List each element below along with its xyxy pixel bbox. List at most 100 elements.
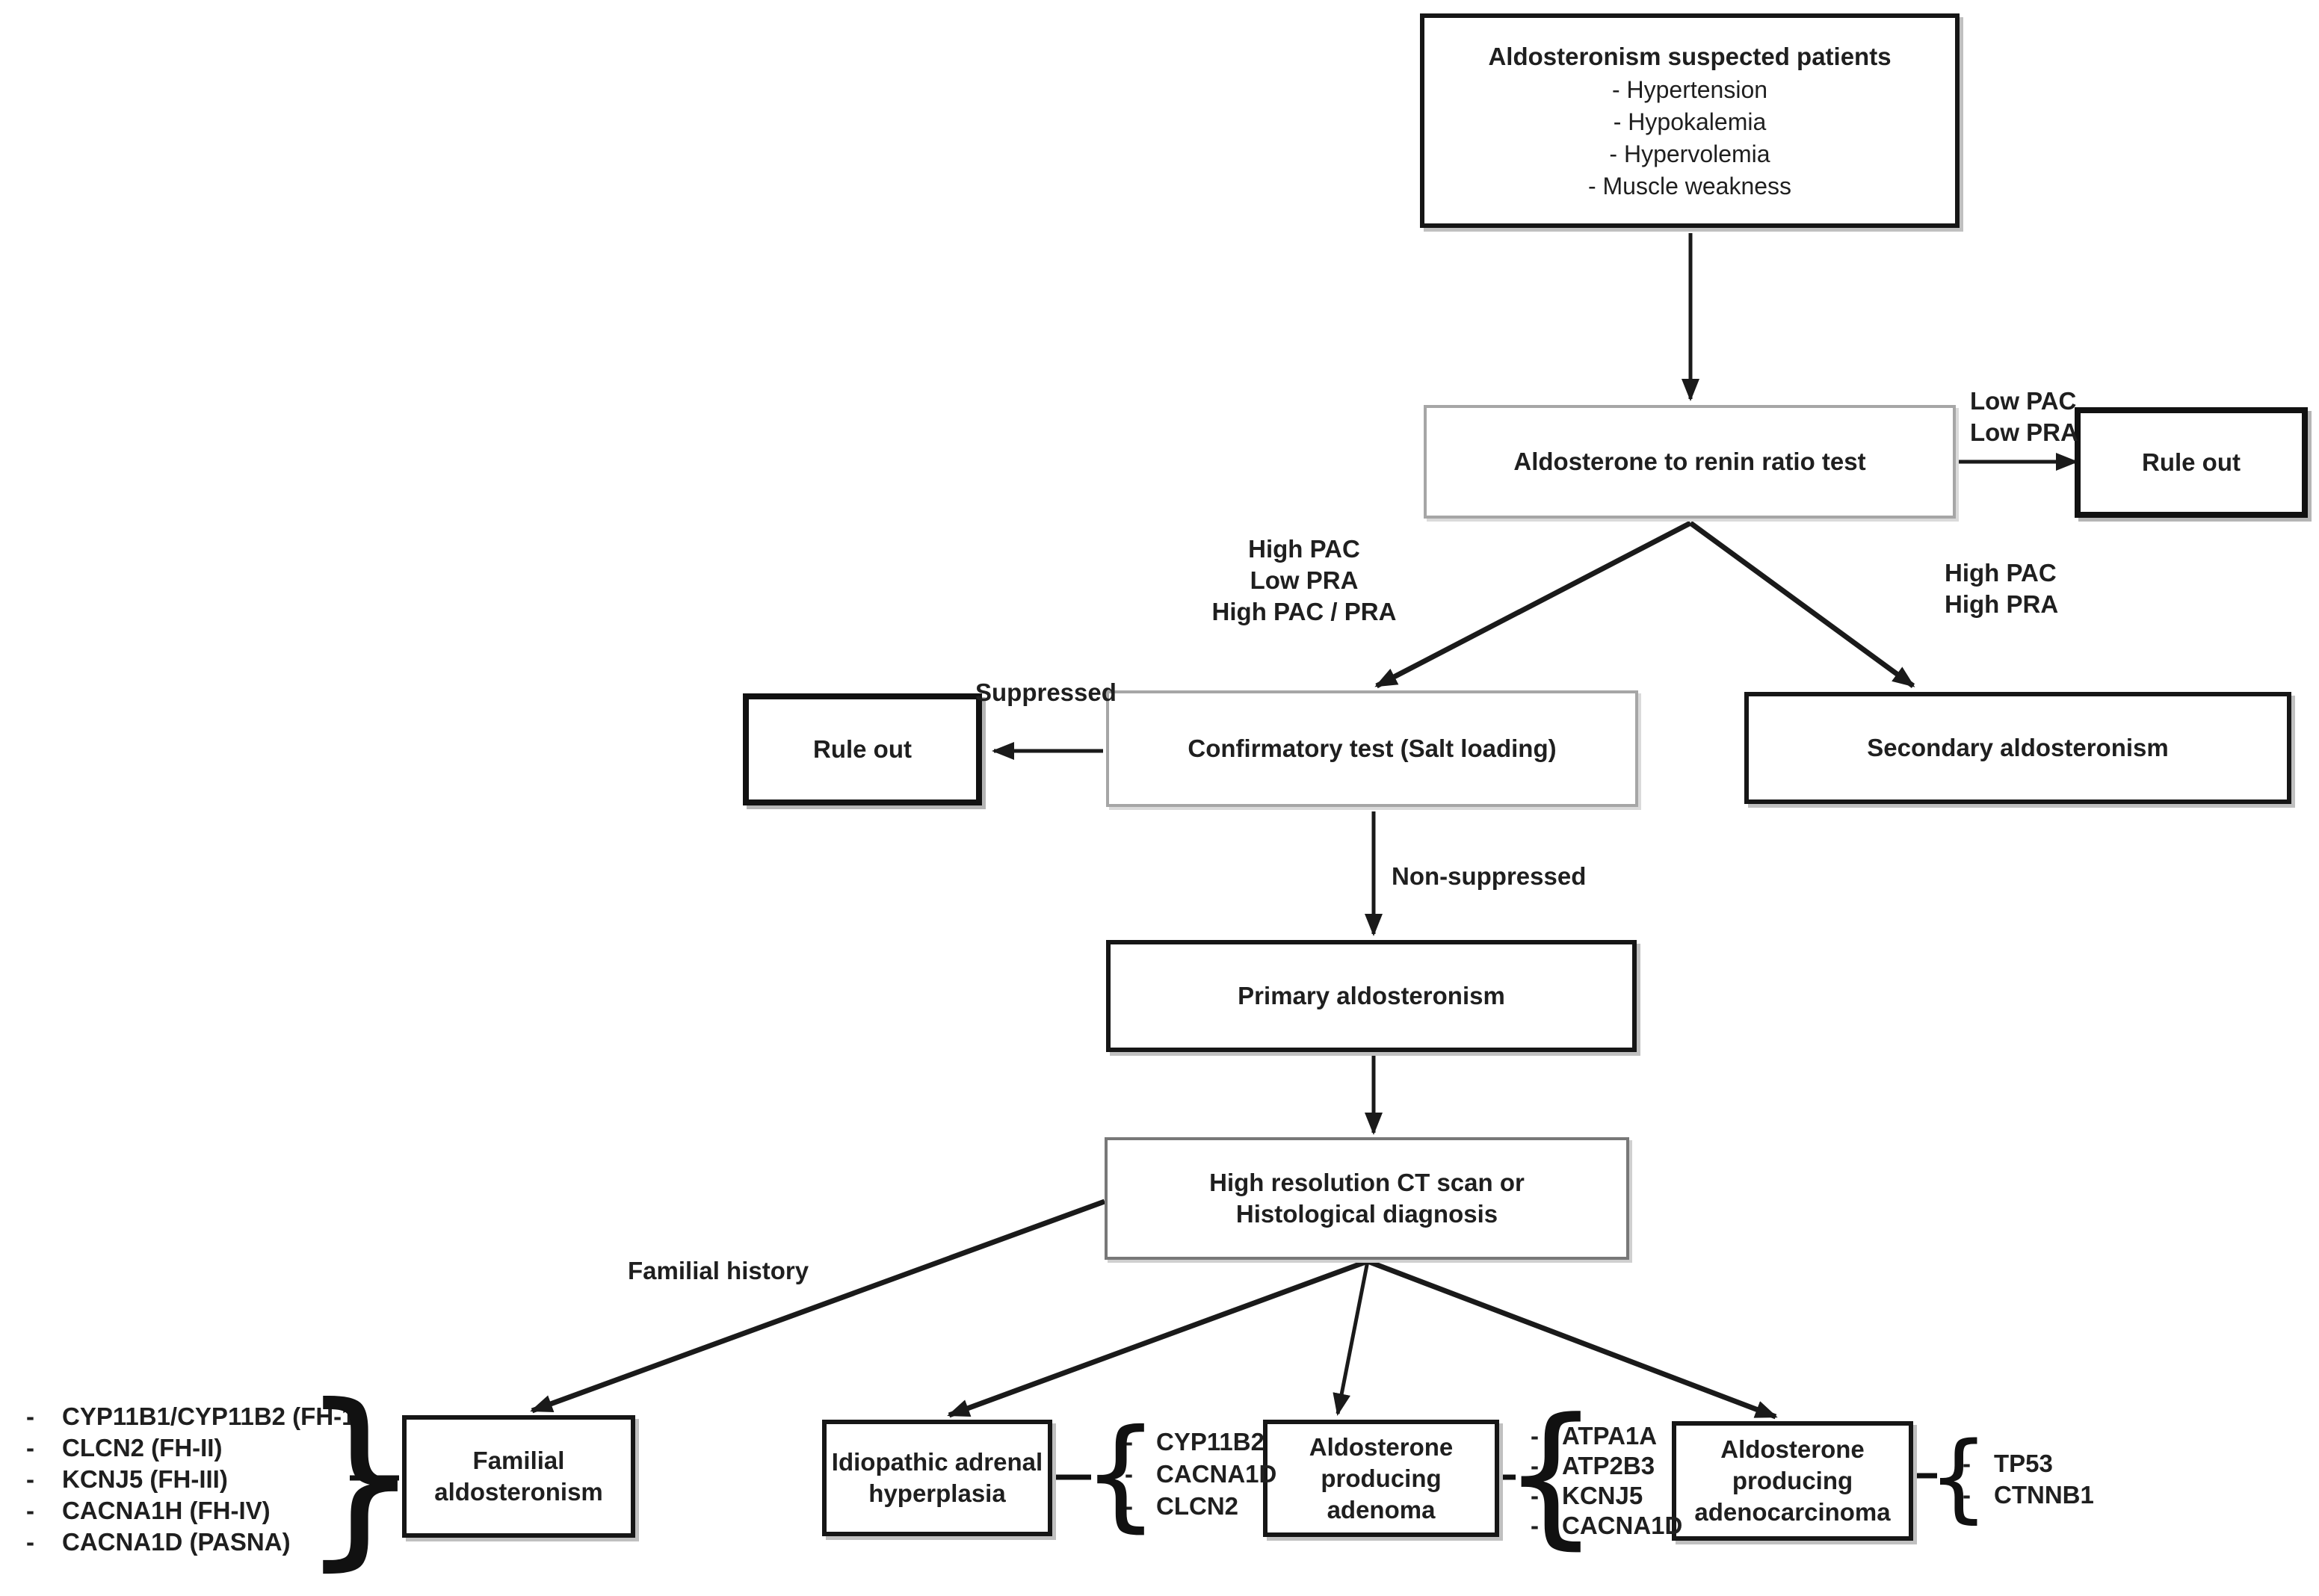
node-ct-scan-histology: High resolution CT scan or Histological … xyxy=(1105,1137,1629,1260)
arrow-arr-test-to-secondary xyxy=(1688,521,1915,688)
dash-bullet: - xyxy=(26,1528,34,1556)
node-familial-line1: Familial xyxy=(472,1447,565,1474)
edge-label-high-pra: High PRA xyxy=(1945,590,2059,618)
edge-label-high-pac-high-pra: High PAC High PRA xyxy=(1945,557,2058,620)
gene-idiopathic-2: CACNA1D xyxy=(1156,1459,1277,1488)
gene-adenoma-4: CACNA1D xyxy=(1562,1512,1683,1539)
node-secondary-aldosteronism: Secondary aldosteronism xyxy=(1744,692,2291,804)
edge-label-suppressed: Suppressed xyxy=(975,678,1117,706)
node-adenoma-line3: adenoma xyxy=(1327,1495,1436,1524)
dash-bullet: - xyxy=(1125,1459,1133,1488)
gene-familial-1: CYP11B1/CYP11B2 (FH-1) xyxy=(62,1402,364,1430)
gene-list-idiopathic: -CYP11B2 -CACNA1D -CLCN2 xyxy=(1125,1426,1276,1522)
suspected-item-hypertension: - Hypertension xyxy=(1611,75,1768,103)
node-rule-out-top: Rule out xyxy=(2075,407,2308,518)
edge-label-low-pac: Low PAC xyxy=(1970,387,2077,415)
arrow-ct-scan-to-familial xyxy=(530,1198,1106,1414)
dash-bullet: - xyxy=(1125,1491,1133,1520)
node-adenocarcinoma-line2: producing xyxy=(1732,1467,1853,1494)
gene-idiopathic-1: CYP11B2 xyxy=(1156,1427,1265,1456)
arrow-ct-scan-to-adenocarcinoma xyxy=(1366,1258,1778,1420)
edge-label-low-pra-2: Low PRA xyxy=(1250,566,1359,594)
gene-item: -KCNJ5 xyxy=(1531,1481,1682,1511)
gene-item: -CACNA1D (PASNA) xyxy=(26,1527,364,1558)
dash-bullet: - xyxy=(26,1465,34,1493)
suspected-item-hypokalemia: - Hypokalemia xyxy=(1613,108,1767,135)
brace-adenoma-genes: { xyxy=(1502,1386,1600,1564)
node-familial-aldosteronism: Familial aldosteronism xyxy=(402,1415,635,1538)
gene-adenocarcinoma-1: TP53 xyxy=(1994,1450,2053,1477)
node-suspected-title: Aldosteronism suspected patients xyxy=(1488,42,1892,70)
gene-item: -TP53 xyxy=(1963,1448,2094,1479)
node-confirmatory-label: Confirmatory test (Salt loading) xyxy=(1188,734,1557,762)
gene-adenoma-2: ATP2B3 xyxy=(1562,1452,1655,1479)
gene-idiopathic-3: CLCN2 xyxy=(1156,1491,1239,1520)
edge-label-high-pac-1: High PAC xyxy=(1248,535,1360,563)
node-rule-out-left-label: Rule out xyxy=(813,735,912,763)
dash-bullet: - xyxy=(26,1402,34,1430)
node-rule-out-left: Rule out xyxy=(743,693,982,805)
brace-idiopathic-genes: { xyxy=(1082,1404,1160,1544)
edge-label-high-pac-2: High PAC xyxy=(1945,559,2057,587)
gene-adenocarcinoma-2: CTNNB1 xyxy=(1994,1481,2094,1509)
gene-item: -CACNA1D xyxy=(1531,1511,1682,1541)
dash-bullet: - xyxy=(1531,1482,1539,1509)
gene-item: -CYP11B2 xyxy=(1125,1426,1276,1458)
node-primary-label: Primary aldosteronism xyxy=(1238,982,1505,1009)
edge-label-low-pra: Low PRA xyxy=(1970,418,2078,446)
gene-list-adenocarcinoma: -TP53 -CTNNB1 xyxy=(1963,1448,2094,1511)
node-arr-test-label: Aldosterone to renin ratio test xyxy=(1513,448,1866,475)
edge-label-high-pac-low-pra: High PAC Low PRA High PAC / PRA xyxy=(1196,533,1412,628)
node-aldosterone-renin-ratio-test: Aldosterone to renin ratio test xyxy=(1424,405,1956,519)
gene-item: -ATP2B3 xyxy=(1531,1451,1682,1481)
gene-list-familial: -CYP11B1/CYP11B2 (FH-1) -CLCN2 (FH-II) -… xyxy=(26,1401,364,1558)
brace-familial-genes: } xyxy=(299,1364,422,1588)
gene-item: -CACNA1H (FH-IV) xyxy=(26,1495,364,1527)
gene-adenoma-3: KCNJ5 xyxy=(1562,1482,1643,1509)
dash-bullet: - xyxy=(1531,1512,1539,1539)
gene-item: -CACNA1D xyxy=(1125,1458,1276,1490)
gene-familial-5: CACNA1D (PASNA) xyxy=(62,1528,291,1556)
suspected-item-hypervolemia: - Hypervolemia xyxy=(1609,140,1770,167)
node-aldosterone-producing-adenoma: Aldosterone producing adenoma xyxy=(1263,1420,1499,1537)
node-adenocarcinoma-line3: adenocarcinoma xyxy=(1694,1498,1891,1526)
node-idiopathic-line1: Idiopathic adrenal xyxy=(831,1448,1043,1476)
node-ct-scan-line2: Histological diagnosis xyxy=(1235,1200,1498,1228)
gene-list-adenoma: -ATPA1A -ATP2B3 -KCNJ5 -CACNA1D xyxy=(1531,1421,1682,1541)
node-primary-aldosteronism: Primary aldosteronism xyxy=(1106,940,1637,1052)
gene-item: -KCNJ5 (FH-III) xyxy=(26,1464,364,1495)
node-adenocarcinoma-line1: Aldosterone xyxy=(1720,1435,1865,1463)
edge-label-low-pac-low-pra: Low PAC Low PRA xyxy=(1970,386,2078,448)
dash-bullet: - xyxy=(1531,1452,1539,1479)
dash-bullet: - xyxy=(1963,1481,1971,1509)
node-confirmatory-test: Confirmatory test (Salt loading) xyxy=(1106,690,1638,807)
gene-item: -CLCN2 (FH-II) xyxy=(26,1432,364,1464)
node-adenoma-line2: producing xyxy=(1321,1464,1442,1492)
gene-item: -CLCN2 xyxy=(1125,1490,1276,1522)
arrow-ct-scan-to-idiopathic xyxy=(947,1258,1369,1418)
node-aldosteronism-suspected-patients: Aldosteronism suspected patients - Hyper… xyxy=(1420,13,1960,228)
dash-bullet: - xyxy=(1963,1450,1971,1477)
gene-familial-3: KCNJ5 (FH-III) xyxy=(62,1465,228,1493)
node-adenoma-line1: Aldosterone xyxy=(1309,1432,1454,1461)
dash-bullet: - xyxy=(1125,1427,1133,1456)
node-idiopathic-adrenal-hyperplasia: Idiopathic adrenal hyperplasia xyxy=(822,1420,1052,1536)
suspected-item-muscle-weakness: - Muscle weakness xyxy=(1587,172,1792,200)
gene-item: -CYP11B1/CYP11B2 (FH-1) xyxy=(26,1401,364,1432)
gene-adenoma-1: ATPA1A xyxy=(1562,1422,1658,1450)
brace-adenocarcinoma-genes: { xyxy=(1928,1422,1989,1533)
node-ct-scan-line1: High resolution CT scan or xyxy=(1209,1169,1525,1196)
node-aldosterone-producing-adenocarcinoma: Aldosterone producing adenocarcinoma xyxy=(1672,1421,1913,1541)
node-secondary-label: Secondary aldosteronism xyxy=(1867,734,2169,761)
node-idiopathic-line2: hyperplasia xyxy=(868,1479,1006,1507)
dash-bullet: - xyxy=(1531,1422,1539,1450)
dash-bullet: - xyxy=(26,1497,34,1524)
node-rule-out-top-label: Rule out xyxy=(2142,448,2241,476)
node-familial-line2: aldosteronism xyxy=(434,1478,603,1506)
gene-item: -ATPA1A xyxy=(1531,1421,1682,1451)
dash-bullet: - xyxy=(26,1434,34,1462)
arrow-ct-scan-to-adenoma xyxy=(1333,1261,1370,1416)
gene-familial-2: CLCN2 (FH-II) xyxy=(62,1434,223,1462)
